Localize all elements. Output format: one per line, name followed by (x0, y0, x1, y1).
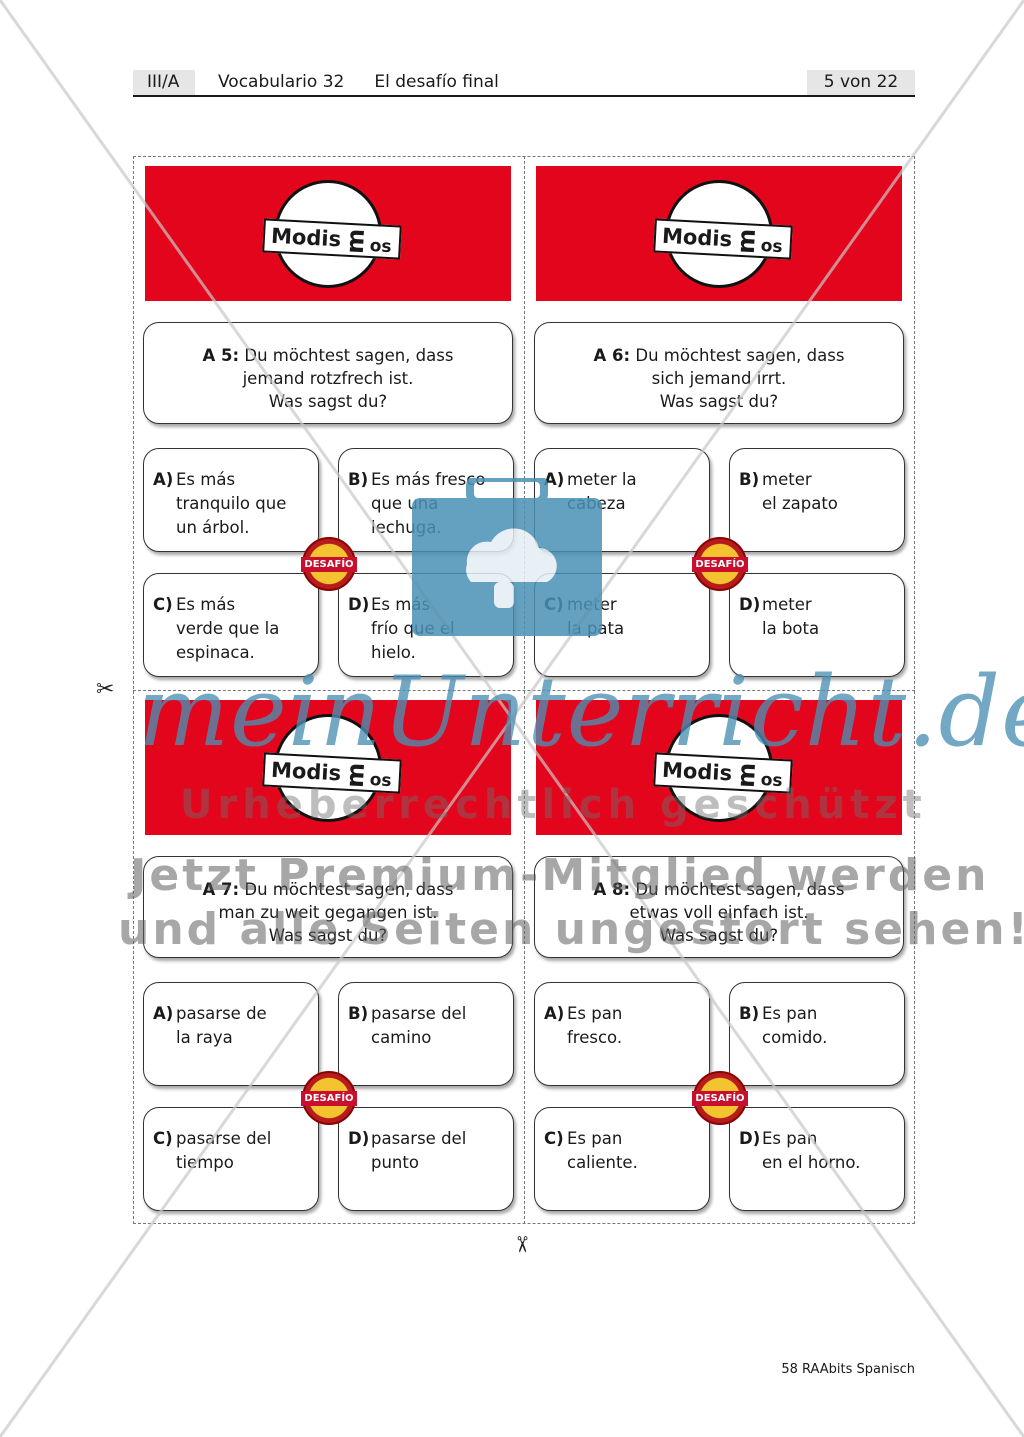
briefcase-cloud-icon (412, 478, 602, 636)
footer-source: 58 RAAbits Spanisch (781, 1362, 915, 1377)
option-letter: D) (739, 595, 761, 614)
option-letter: A) (153, 1004, 174, 1023)
modismos-logo: Modismos (653, 218, 793, 260)
scissors-icon: ✂ (508, 1235, 534, 1254)
option-letter: B) (348, 1004, 369, 1023)
unit-label: III/A (133, 70, 195, 95)
worksheet-title: El desafío final (374, 72, 499, 92)
option-letter: D) (739, 1129, 761, 1148)
option-letter: D) (348, 595, 370, 614)
option-letter: C) (153, 1129, 173, 1148)
option-letter: B) (739, 1004, 760, 1023)
option-letter: B) (739, 470, 760, 489)
page-number: 5 von 22 (807, 70, 915, 95)
header-title: Vocabulario 32 El desafío final (198, 70, 804, 95)
watermark-logo: meinUnterricht.de (138, 656, 1024, 768)
section-label: Vocabulario 32 (218, 72, 345, 92)
desafio-badge: DESAFÍO (301, 537, 357, 591)
card-banner: Modismos (145, 166, 511, 301)
watermark-cta: und alle Seiten ungestört sehen! (118, 904, 1024, 955)
header-rule (133, 95, 915, 97)
modismos-logo: Modismos (262, 218, 402, 260)
desafio-badge: DESAFÍO (692, 537, 748, 591)
option-letter: C) (153, 595, 173, 614)
option-letter: B) (348, 470, 369, 489)
option-letter: D) (348, 1129, 370, 1148)
desafio-badge: DESAFÍO (301, 1071, 357, 1125)
watermark-premium: Jetzt Premium-Mitglied werden (130, 850, 990, 901)
watermark-copyright: Urheberrechtlich geschützt (180, 782, 927, 828)
option-letter: C) (544, 1129, 564, 1148)
scissors-icon: ✂ (96, 677, 115, 702)
desafio-badge: DESAFÍO (692, 1071, 748, 1125)
option-letter: A) (153, 470, 174, 489)
card-banner: Modismos (536, 166, 902, 301)
option-letter: A) (544, 1004, 565, 1023)
